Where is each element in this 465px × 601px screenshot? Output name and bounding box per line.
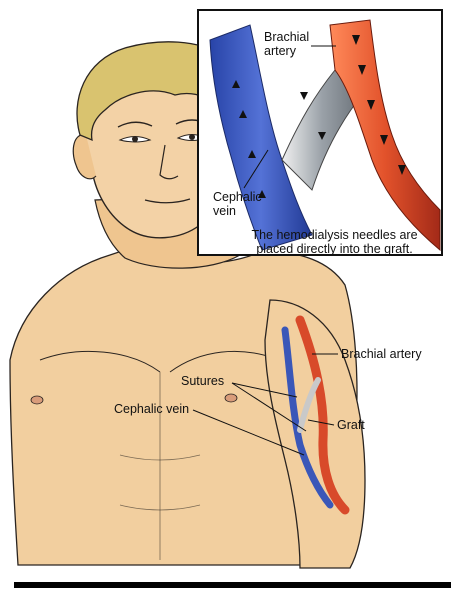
inset-caption: The hemodialysis needles are placed dire… xyxy=(232,228,437,256)
brachial-artery-label: Brachial artery xyxy=(341,347,422,361)
inset-caption-line-2: placed directly into the graft. xyxy=(232,242,437,256)
sutures-label: Sutures xyxy=(181,374,224,388)
bottom-rule xyxy=(14,582,451,588)
left-nipple xyxy=(31,396,43,404)
inset-cephalic-vein-label: Cephalic vein xyxy=(213,190,262,218)
inset-brachial-artery-label: Brachial artery xyxy=(264,30,309,58)
cephalic-vein-label: Cephalic vein xyxy=(114,402,189,416)
right-nipple xyxy=(225,394,237,402)
graft-label: Graft xyxy=(337,418,365,432)
inset-caption-line-1: The hemodialysis needles are xyxy=(232,228,437,242)
